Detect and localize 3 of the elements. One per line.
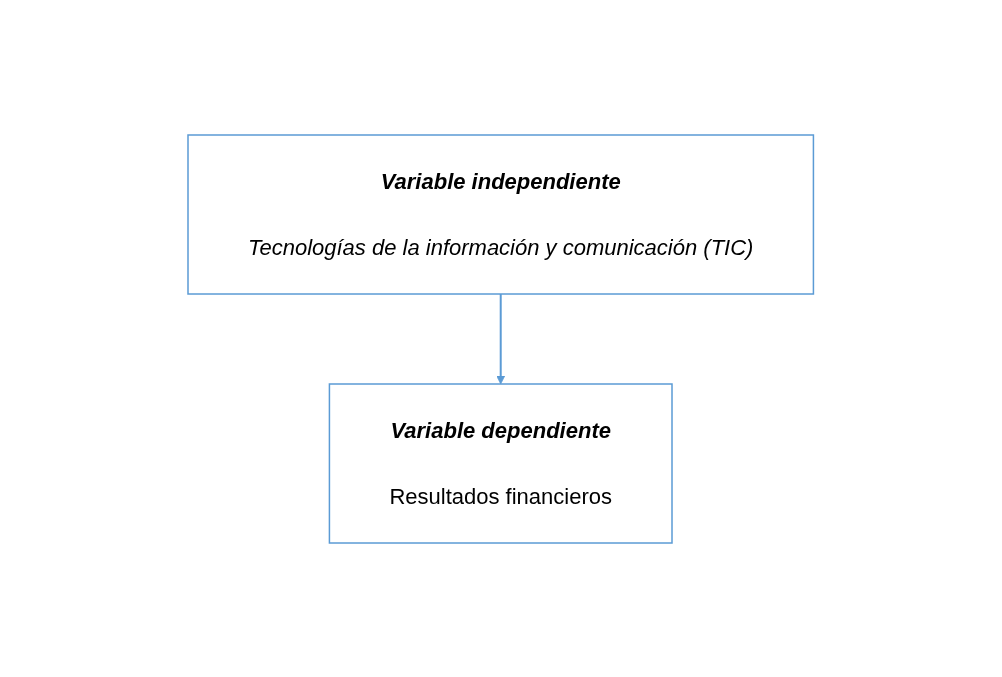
- node-box: Variable independiente Tecnologías de la información y comunicación (TIC): [187, 133, 815, 295]
- arrow: [496, 292, 506, 384]
- node-box: Variable dependiente Resultados financieros: [328, 382, 674, 544]
